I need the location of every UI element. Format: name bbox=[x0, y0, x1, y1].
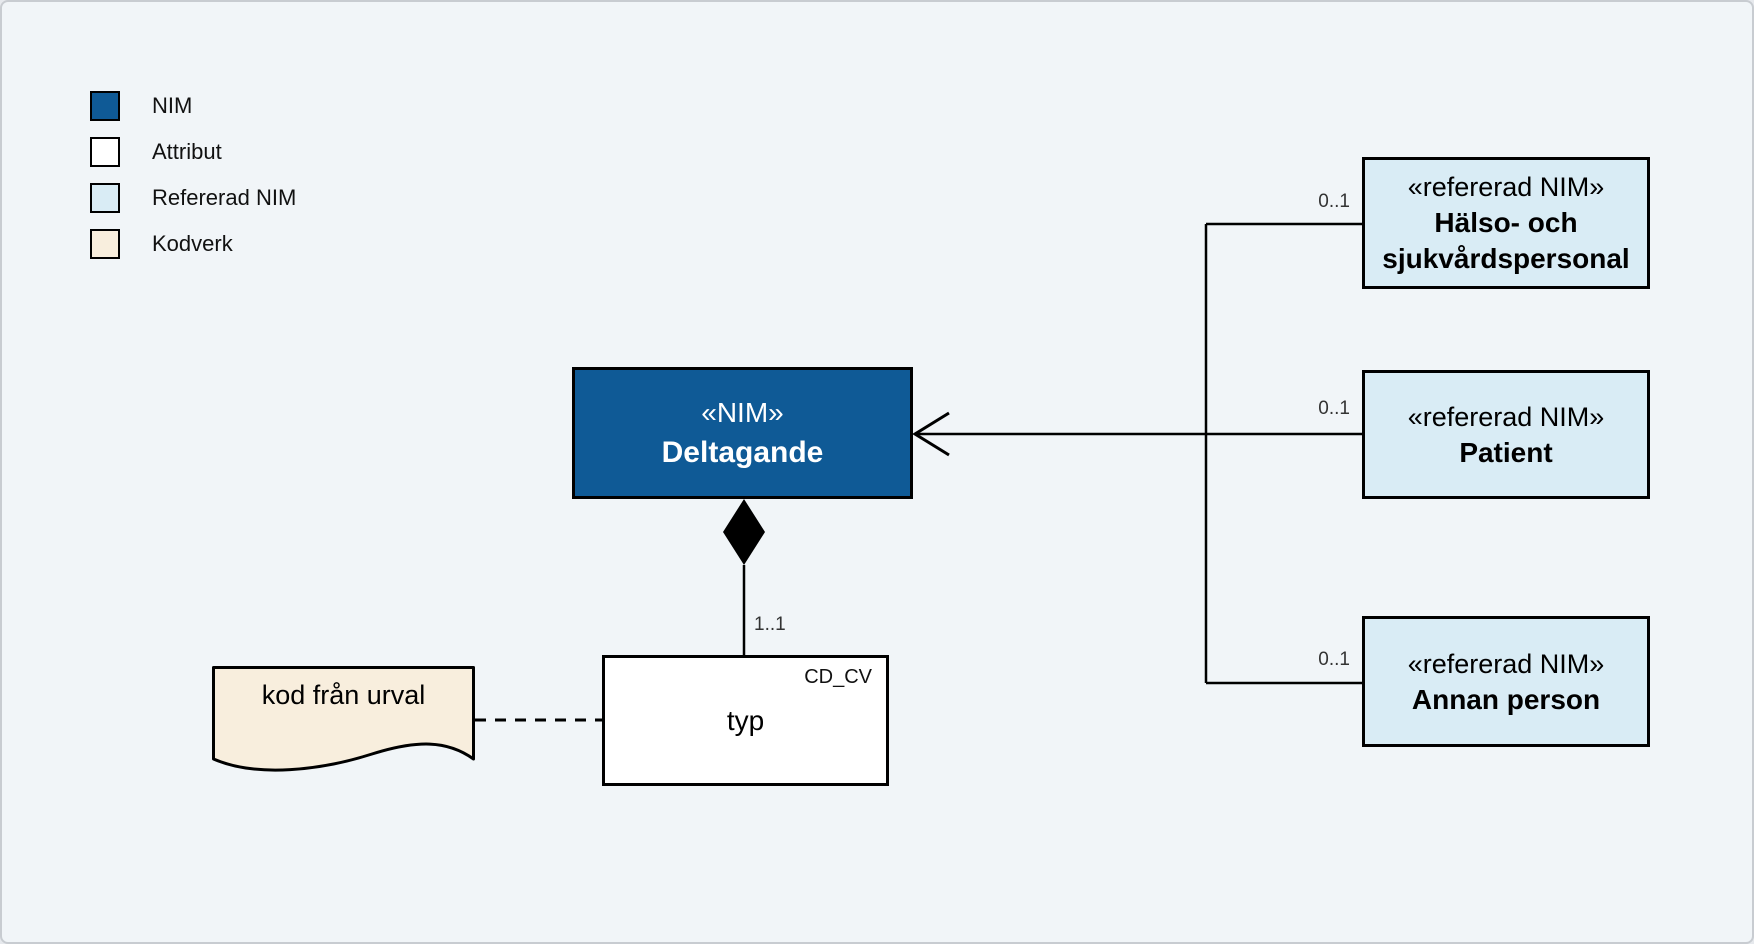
legend-label: Refererad NIM bbox=[152, 185, 297, 210]
node-typ-attribute: CD_CV typ bbox=[602, 655, 889, 786]
node-halso-och-sjukvardspersonal: «refererad NIM» Hälso- och sjukvårdspers… bbox=[1362, 157, 1650, 289]
nim-color-swatch bbox=[90, 91, 120, 121]
legend-label: Kodverk bbox=[152, 231, 233, 256]
composition-diamond-icon bbox=[723, 499, 765, 565]
legend-item-refererad-nim: Refererad NIM bbox=[90, 183, 297, 213]
kodverk-color-swatch bbox=[90, 229, 120, 259]
attribute-name: typ bbox=[726, 704, 765, 736]
node-name-line1: Hälso- och bbox=[1434, 207, 1578, 238]
multiplicity-annan: 0..1 bbox=[1318, 649, 1350, 670]
multiplicity-halso: 0..1 bbox=[1318, 191, 1350, 212]
legend-item-attribut: Attribut bbox=[90, 137, 296, 167]
stereotype-label: «refererad NIM» bbox=[1407, 401, 1605, 432]
node-patient: «refererad NIM» Patient bbox=[1362, 370, 1650, 499]
open-arrowhead-icon bbox=[912, 411, 950, 457]
note-kod-fran-urval: kod från urval bbox=[212, 666, 475, 774]
node-name: Annan person bbox=[1411, 683, 1601, 715]
attribut-color-swatch bbox=[90, 137, 120, 167]
multiplicity-patient: 0..1 bbox=[1318, 398, 1350, 419]
stereotype-label: «refererad NIM» bbox=[1407, 648, 1605, 679]
node-annan-person: «refererad NIM» Annan person bbox=[1362, 616, 1650, 747]
refererad-nim-color-swatch bbox=[90, 183, 120, 213]
legend-label: Attribut bbox=[152, 139, 222, 164]
legend-item-kodverk: Kodverk bbox=[90, 229, 296, 259]
note-text: kod från urval bbox=[261, 680, 426, 710]
multiplicity-typ: 1..1 bbox=[754, 614, 786, 635]
legend-item-nim: NIM bbox=[90, 91, 296, 121]
node-name-line2: sjukvårdspersonal bbox=[1382, 243, 1630, 274]
node-name: Deltagande bbox=[661, 436, 824, 469]
datatype-label: CD_CV bbox=[804, 666, 872, 688]
legend-label: NIM bbox=[152, 93, 193, 118]
stereotype-label: «NIM» bbox=[701, 397, 784, 428]
stereotype-label: «refererad NIM» bbox=[1407, 172, 1605, 202]
note-shape-icon bbox=[212, 666, 475, 772]
node-deltagande: «NIM» Deltagande bbox=[572, 367, 913, 499]
legend: NIM Attribut Refererad NIM Kodverk bbox=[90, 91, 297, 259]
node-name: Patient bbox=[1459, 436, 1553, 468]
